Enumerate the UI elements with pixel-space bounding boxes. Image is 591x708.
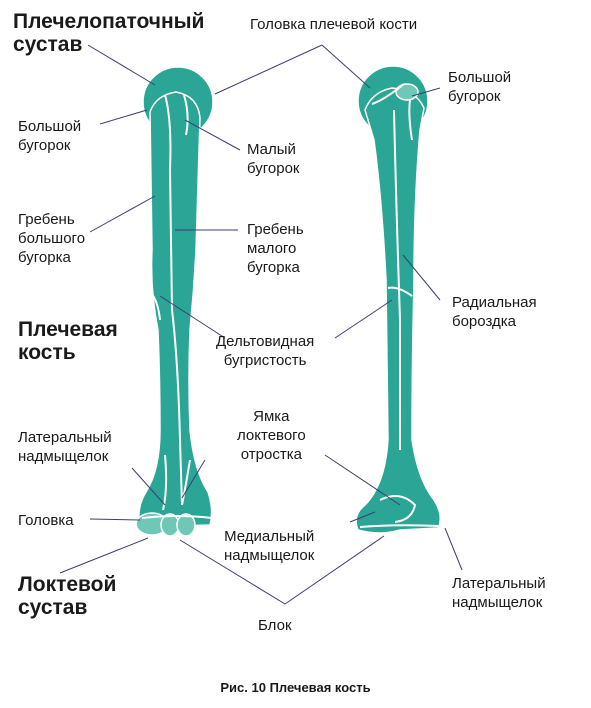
label-greater-tubercle-right: Большой бугорок (448, 69, 512, 105)
leader-lines (59, 44, 463, 605)
heading-shoulder-joint: Плечелопаточный сустав (13, 10, 205, 56)
label-capitulum: Головка (18, 512, 74, 529)
label-radial-groove: Радиальная бороздка (452, 294, 537, 330)
label-greater-tubercle-left: Большой бугорок (18, 118, 82, 154)
label-lateral-epicondyle-right: Латеральный надмыщелок (452, 575, 546, 611)
label-trochlea: Блок (258, 617, 292, 634)
heading-humerus: Плечевая кость (18, 318, 118, 364)
right-humerus-bone (355, 65, 441, 534)
figure-caption: Рис. 10 Плечевая кость (220, 680, 371, 695)
label-lateral-epicondyle-left: Латеральный надмыщелок (18, 429, 112, 465)
label-deltoid-tuberosity: Дельтовидная бугристость (216, 333, 315, 369)
label-crest-greater-tubercle: Гребень большого бугорка (18, 211, 86, 266)
label-crest-lesser-tubercle: Гребень малого бугорка (247, 221, 304, 276)
heading-elbow-joint: Локтевой сустав (18, 573, 117, 619)
label-head-of-humerus: Головка плечевой кости (250, 16, 418, 33)
label-lesser-tubercle: Малый бугорок (247, 141, 300, 177)
label-olecranon-fossa: Ямка локтевого отростка (237, 408, 306, 463)
label-medial-epicondyle: Медиальный надмыщелок (224, 528, 315, 564)
left-humerus-bone (135, 66, 214, 537)
